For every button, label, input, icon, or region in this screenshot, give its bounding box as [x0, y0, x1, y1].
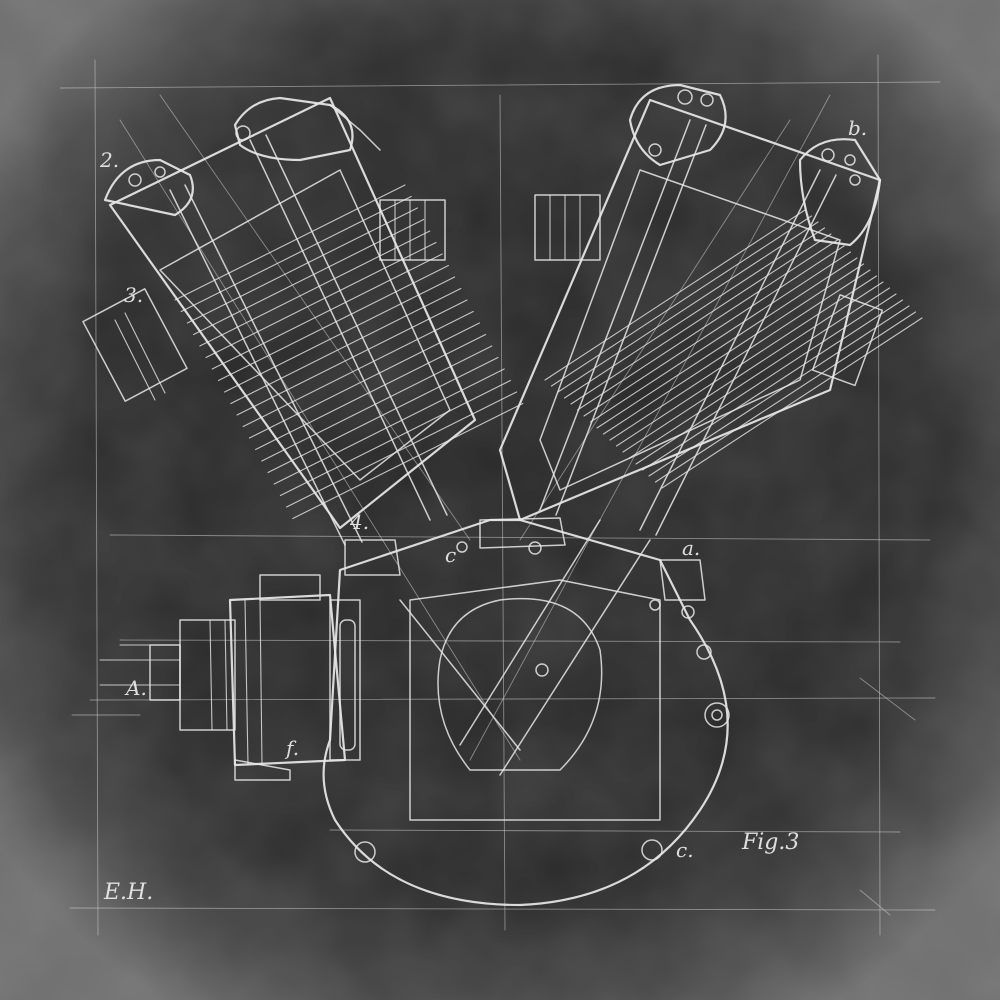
crankcase [322, 517, 730, 907]
cooling-fin [661, 317, 923, 489]
cooling-fin [641, 299, 904, 471]
left-cylinder [82, 96, 524, 546]
cooling-fin [217, 264, 449, 382]
cooling-fin [596, 257, 858, 429]
label-f: f. [286, 736, 300, 760]
cooling-fin [211, 253, 443, 370]
cooling-fin [635, 293, 897, 465]
cooling-fin [180, 195, 412, 313]
cooling-fin [550, 215, 813, 387]
cooling-fin [255, 333, 487, 451]
label-b: b. [848, 116, 868, 140]
cooling-fin [622, 281, 884, 453]
right-fins [544, 209, 923, 489]
cooling-fin [583, 245, 845, 417]
cooling-fin [292, 402, 524, 520]
label-num-3: 3. [124, 283, 144, 307]
cooling-fin [589, 251, 852, 423]
cooling-fin [570, 233, 832, 405]
cooling-fin [236, 299, 468, 416]
cooling-fin [186, 207, 418, 324]
figure-caption: Fig.3 [742, 830, 800, 855]
cooling-fin [286, 391, 518, 508]
label-num-4: 4. [350, 510, 370, 534]
cooling-fin [230, 287, 462, 405]
cooling-fin [609, 269, 871, 441]
label-c-center: c [445, 543, 457, 567]
label-num-2: 2. [100, 148, 120, 172]
cooling-fin [273, 368, 505, 485]
cooling-fin [576, 239, 839, 411]
cooling-fin [544, 209, 806, 381]
cooling-fin [648, 305, 910, 477]
cooling-fin [205, 241, 437, 359]
cooling-fin [628, 287, 891, 459]
cooling-fin [557, 221, 819, 393]
cooling-fin [267, 356, 499, 474]
artist-signature: E.H. [104, 880, 154, 905]
cooling-fin [615, 275, 878, 447]
cooling-fin [563, 227, 826, 399]
cooling-fin [602, 263, 865, 435]
label-A: A. [126, 676, 147, 700]
cooling-fin [654, 311, 917, 483]
right-cylinder [498, 83, 923, 536]
timing-case [99, 574, 361, 781]
cooling-fin [279, 379, 511, 497]
cooling-fin [174, 184, 406, 301]
cooling-fin [224, 276, 456, 393]
label-c-bottom: c. [676, 838, 694, 862]
label-a: a. [682, 536, 701, 560]
cooling-fin [261, 345, 493, 462]
